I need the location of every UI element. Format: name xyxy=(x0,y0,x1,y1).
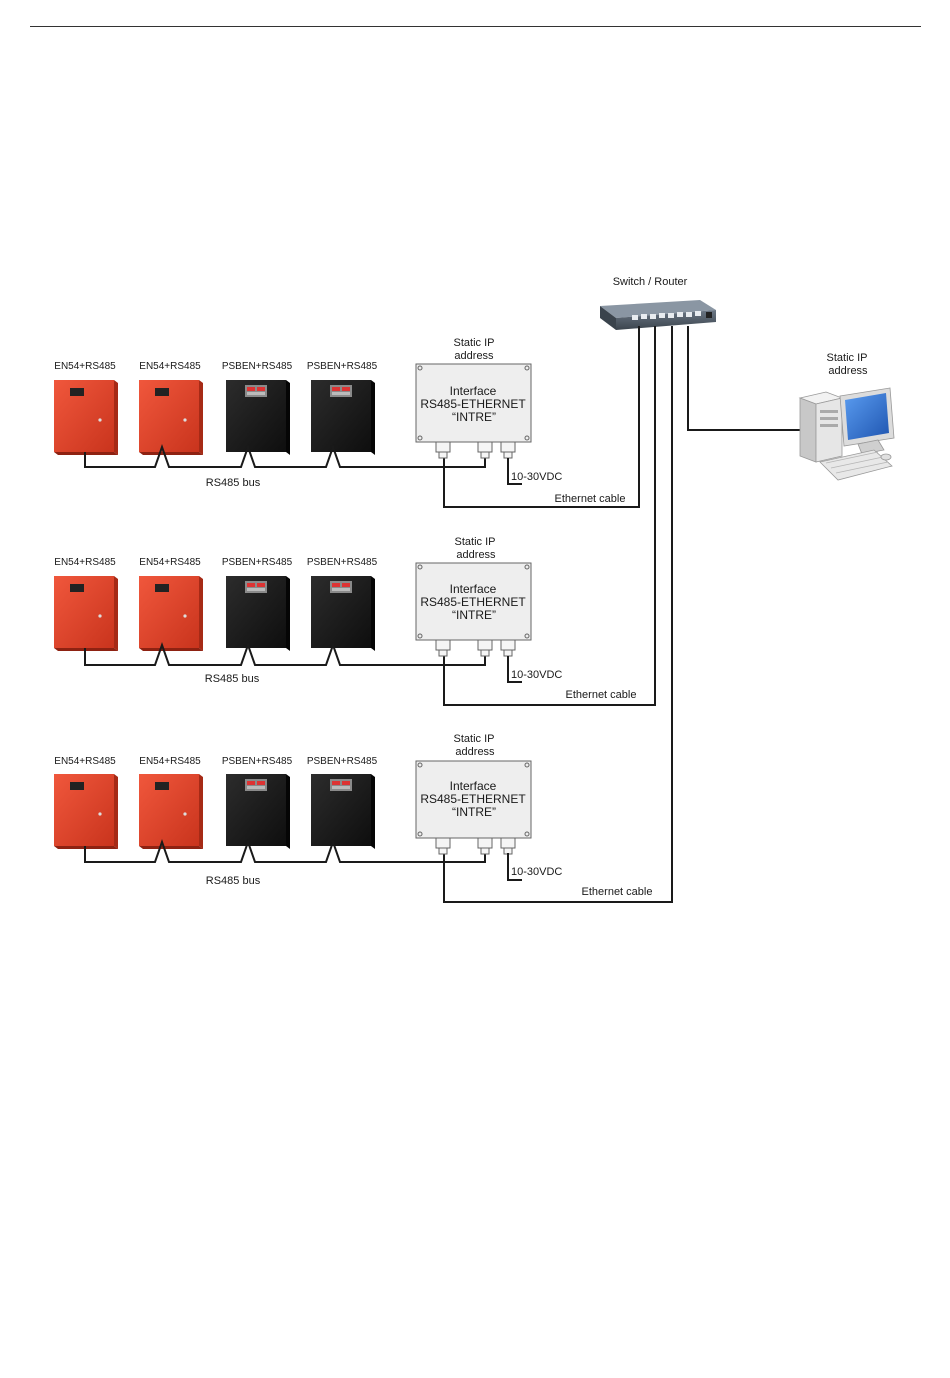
power-line xyxy=(507,656,522,683)
device-label: EN54+RS485 xyxy=(54,557,116,568)
interface-label-line2: RS485-ETHERNET xyxy=(420,397,526,411)
device-label: EN54+RS485 xyxy=(54,756,116,767)
interface-label-line1: Interface xyxy=(450,384,497,398)
ethernet-cable-line-3 xyxy=(443,326,673,903)
interface-label-line1: Interface xyxy=(450,779,497,793)
interface-box xyxy=(415,363,532,459)
ethernet-cable-label: Ethernet cable xyxy=(582,886,653,898)
psben-cabinet-icon xyxy=(311,774,375,849)
en54-cabinet-icon xyxy=(54,380,118,455)
static-ip-label-line1: Static IP xyxy=(455,536,496,548)
interface-label-line2: RS485-ETHERNET xyxy=(420,595,526,609)
psben-cabinet-icon xyxy=(226,576,290,651)
interface-label-line3: “INTRE” xyxy=(452,805,496,819)
device-label: EN54+RS485 xyxy=(139,756,201,767)
en54-cabinet-icon xyxy=(139,380,203,455)
device-group-3: EN54+RS485 EN54+RS485 PSBEN+RS485 PSBEN+… xyxy=(54,733,652,898)
interface-label-line3: “INTRE” xyxy=(452,410,496,424)
static-ip-label-line1: Static IP xyxy=(454,337,495,349)
ethernet-cable-line-2 xyxy=(443,326,656,706)
device-label: PSBEN+RS485 xyxy=(307,557,378,568)
interface-label-line3: “INTRE” xyxy=(452,608,496,622)
device-group-1: EN54+RS485 EN54+RS485 PSBEN+RS485 PSBEN+… xyxy=(54,337,625,505)
pc-static-ip-label-line1: Static IP xyxy=(827,352,868,364)
device-label: PSBEN+RS485 xyxy=(307,756,378,767)
static-ip-label-line2: address xyxy=(456,549,496,561)
device-label: PSBEN+RS485 xyxy=(307,361,378,372)
ethernet-cable-label: Ethernet cable xyxy=(566,689,637,701)
device-group-2: EN54+RS485 EN54+RS485 PSBEN+RS485 PSBEN+… xyxy=(54,536,636,701)
device-label: PSBEN+RS485 xyxy=(222,756,293,767)
psben-cabinet-icon xyxy=(311,380,375,455)
psben-cabinet-icon xyxy=(311,576,375,651)
rs485-bus-label: RS485 bus xyxy=(206,477,261,489)
static-ip-label-line2: address xyxy=(455,746,495,758)
static-ip-label-line1: Static IP xyxy=(454,733,495,745)
ethernet-cable-label: Ethernet cable xyxy=(555,493,626,505)
en54-cabinet-icon xyxy=(54,774,118,849)
device-label: EN54+RS485 xyxy=(54,361,116,372)
power-label: 10-30VDC xyxy=(511,669,562,681)
rs485-bus-line xyxy=(84,641,486,666)
switch-label: Switch / Router xyxy=(613,276,688,288)
rs485-bus-label: RS485 bus xyxy=(206,875,261,887)
desktop-computer-icon xyxy=(798,387,895,481)
en54-cabinet-icon xyxy=(139,774,203,849)
power-line xyxy=(507,458,522,485)
switch-router-icon xyxy=(600,300,716,330)
interface-box xyxy=(415,562,532,657)
en54-cabinet-icon xyxy=(54,576,118,651)
psben-cabinet-icon xyxy=(226,774,290,849)
interface-label-line2: RS485-ETHERNET xyxy=(420,792,526,806)
device-label: EN54+RS485 xyxy=(139,361,201,372)
psben-cabinet-icon xyxy=(226,380,290,455)
power-line xyxy=(507,853,522,881)
rs485-bus-line xyxy=(84,838,486,863)
switch-downlinks xyxy=(443,326,800,903)
rs485-bus-label: RS485 bus xyxy=(205,673,260,685)
pc-static-ip-label-line2: address xyxy=(828,365,868,377)
interface-box xyxy=(415,760,532,855)
device-label: PSBEN+RS485 xyxy=(222,557,293,568)
device-label: EN54+RS485 xyxy=(139,557,201,568)
device-label: PSBEN+RS485 xyxy=(222,361,293,372)
rs485-bus-line xyxy=(84,443,486,468)
power-label: 10-30VDC xyxy=(511,471,562,483)
interface-label-line1: Interface xyxy=(450,582,497,596)
en54-cabinet-icon xyxy=(139,576,203,651)
static-ip-label-line2: address xyxy=(454,350,494,362)
pc-ethernet-cable-line xyxy=(687,326,800,431)
ethernet-cable-line-1 xyxy=(443,326,640,508)
page-header-rule xyxy=(30,26,921,27)
power-label: 10-30VDC xyxy=(511,866,562,878)
